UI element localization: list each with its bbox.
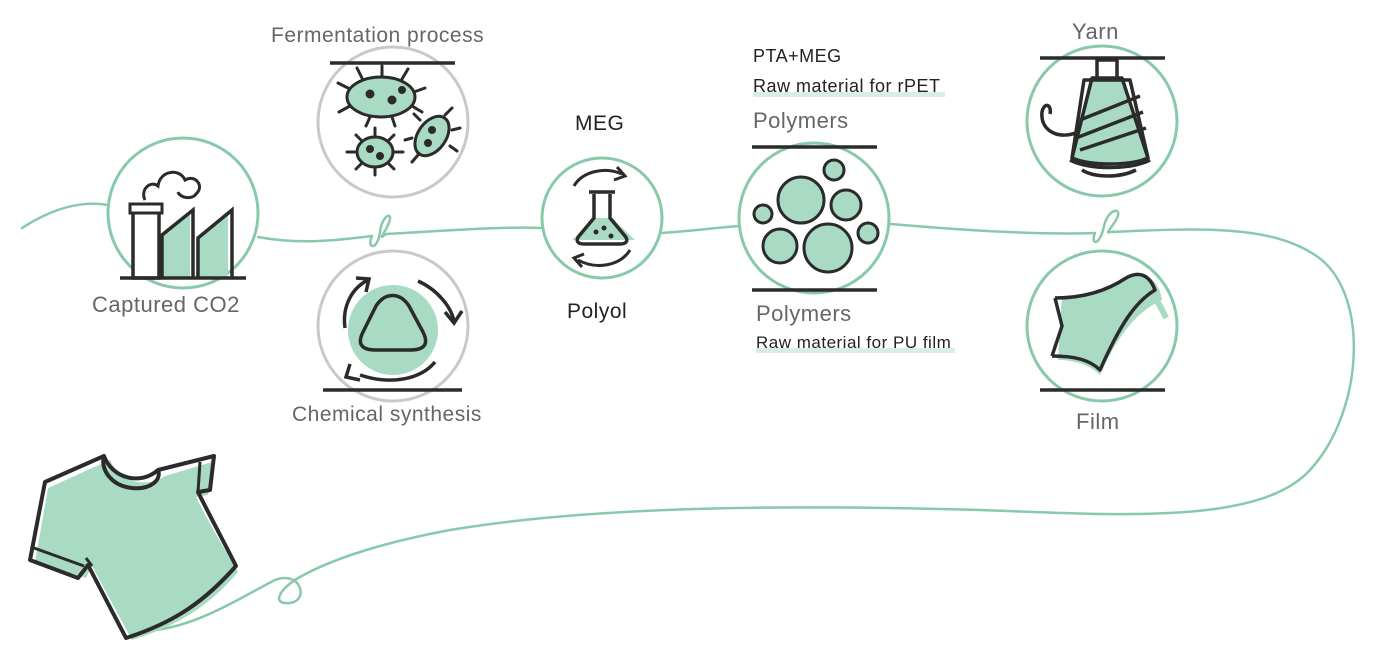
chemical-synthesis-node bbox=[316, 249, 470, 403]
captured-co2-node bbox=[106, 136, 260, 290]
meg-polyol-node bbox=[540, 156, 664, 280]
fermentation-process-label: Fermentation process bbox=[271, 24, 485, 47]
captured-co2-label: Captured CO2 bbox=[92, 292, 240, 317]
polymers-bottom-label: Polymers bbox=[756, 301, 852, 326]
flask-icon bbox=[571, 166, 635, 268]
cycle-icon bbox=[342, 276, 464, 382]
flow-line bbox=[20, 202, 1356, 632]
tshirt-icon bbox=[28, 454, 238, 640]
chemical-synthesis-label: Chemical synthesis bbox=[292, 403, 482, 426]
polymers-top-label: Polymers bbox=[753, 108, 849, 133]
yarn-label: Yarn bbox=[1072, 19, 1119, 44]
bacteria-icon bbox=[336, 64, 462, 177]
film-label: Film bbox=[1076, 409, 1120, 434]
yarn-spool-icon bbox=[1040, 58, 1151, 178]
pta-meg-note: PTA+MEG bbox=[753, 46, 842, 66]
meg-label: MEG bbox=[575, 112, 625, 135]
polymers-node bbox=[737, 141, 891, 295]
yarn-node bbox=[1025, 44, 1179, 198]
rpet-raw-material-note: Raw material for rPET bbox=[753, 76, 945, 97]
connector-loop bbox=[369, 214, 392, 248]
polymer-bubbles-icon bbox=[752, 158, 880, 274]
film-sheet-icon bbox=[1050, 272, 1169, 375]
fermentation-node bbox=[316, 45, 470, 199]
connector-loop bbox=[1092, 209, 1120, 244]
film-node bbox=[1025, 249, 1179, 403]
factory-icon bbox=[120, 170, 246, 280]
pu-film-raw-material-note: Raw material for PU film bbox=[756, 333, 956, 353]
polyol-label: Polyol bbox=[567, 300, 628, 323]
